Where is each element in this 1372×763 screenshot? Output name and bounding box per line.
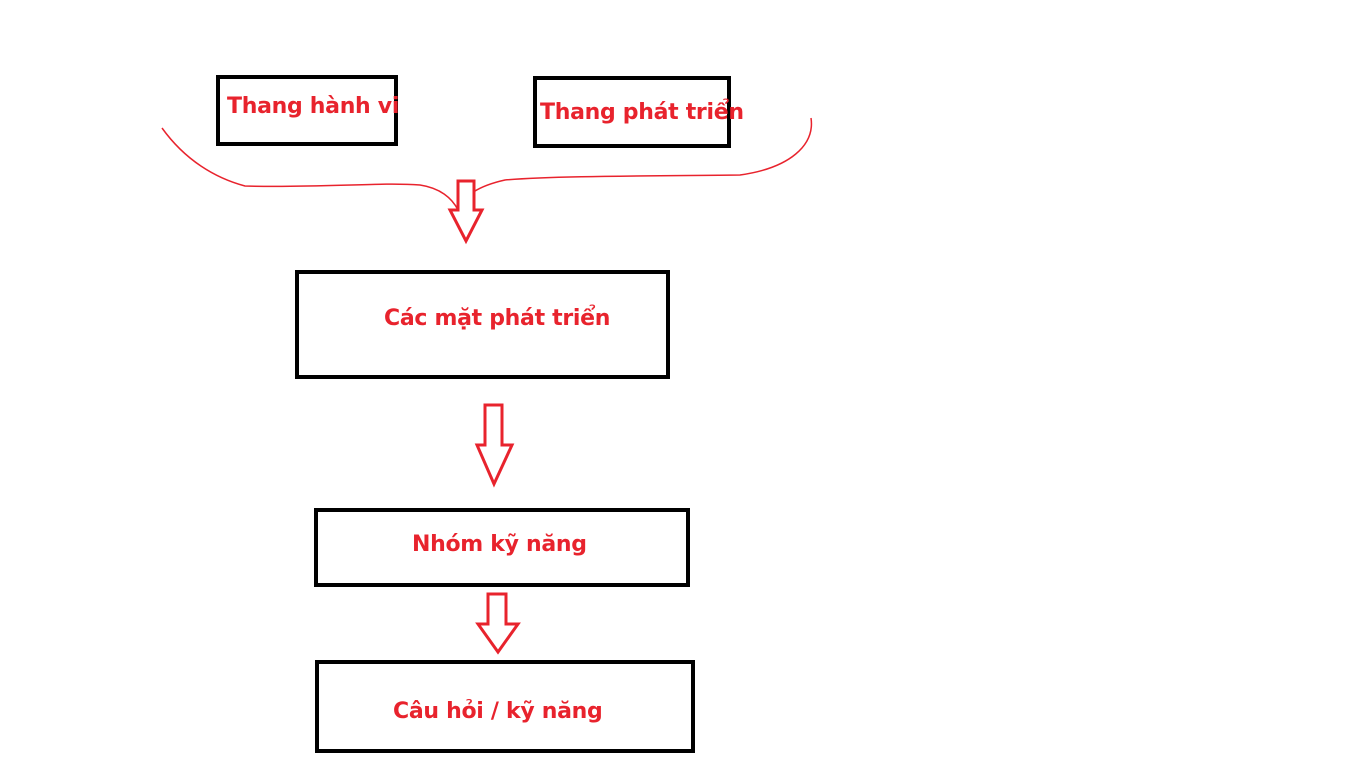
question-skill-label: Câu hỏi / kỹ năng	[393, 699, 603, 724]
arrow-to-skill-group	[474, 403, 515, 488]
development-aspects-box: Các mặt phát triển	[295, 270, 670, 379]
arrow-to-question	[475, 592, 521, 655]
arrow-to-aspects	[447, 179, 485, 245]
development-aspects-label: Các mặt phát triển	[384, 306, 611, 331]
question-skill-box: Câu hỏi / kỹ năng	[315, 660, 695, 753]
development-scale-box: Thang phát triển	[533, 76, 744, 148]
development-scale-label: Thang phát triển	[540, 100, 744, 125]
skill-group-box: Nhóm kỹ năng	[314, 508, 690, 587]
behavior-scale-box: Thang hành vi	[216, 75, 400, 146]
behavior-scale-label: Thang hành vi	[227, 94, 400, 119]
skill-group-label: Nhóm kỹ năng	[412, 532, 587, 557]
